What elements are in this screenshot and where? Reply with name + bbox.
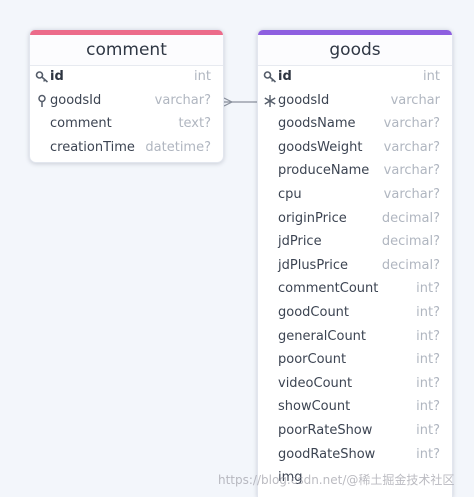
field-type: int?: [416, 375, 440, 391]
field-name: id: [278, 69, 292, 84]
field-name: img: [278, 470, 303, 486]
field-type: int?: [416, 399, 440, 415]
field-row-cpu[interactable]: cpu varchar?: [258, 184, 452, 208]
field-name: showCount: [278, 399, 351, 415]
field-row-jdPrice[interactable]: jdPrice decimal?: [258, 231, 452, 255]
field-type: varchar?: [383, 163, 440, 179]
field-row-jdPlusPrice[interactable]: jdPlusPrice decimal?: [258, 255, 452, 279]
crowfoot-bottom: [223, 101, 233, 107]
field-type: varchar: [390, 92, 440, 108]
foreign-key-icon: [35, 94, 49, 108]
field-type: int?: [416, 446, 440, 462]
field-name: generalCount: [278, 328, 367, 344]
field-name: goodsId: [50, 92, 102, 108]
field-type: int?: [416, 281, 440, 297]
crowfoot-top: [223, 97, 233, 103]
field-name: creationTime: [50, 139, 135, 155]
key-icon: [35, 70, 49, 84]
field-name: poorCount: [278, 352, 347, 368]
field-type: decimal?: [381, 210, 440, 226]
field-name: comment: [50, 116, 112, 132]
field-type: int: [423, 69, 440, 84]
field-list: id int goodsId varchar? comment text? creation…: [30, 66, 223, 160]
field-name: commentCount: [278, 281, 379, 297]
field-name: jdPlusPrice: [278, 257, 349, 273]
field-row-goodsWeight[interactable]: goodsWeight varchar?: [258, 137, 452, 161]
field-type: varchar?: [383, 139, 440, 155]
field-type: int?: [416, 422, 440, 438]
field-type: decimal?: [381, 257, 440, 273]
field-type: int?: [416, 352, 440, 368]
field-name: jdPrice: [278, 234, 322, 250]
field-name: goodsName: [278, 116, 356, 132]
table-title: goods: [258, 35, 452, 66]
unique-icon: [263, 94, 277, 108]
field-name: produceName: [278, 163, 370, 179]
field-name: goodsWeight: [278, 139, 363, 155]
field-type: int?: [416, 304, 440, 320]
field-row-videoCount[interactable]: videoCount int?: [258, 373, 452, 397]
field-name: goodsId: [278, 92, 330, 108]
field-row-originPrice[interactable]: originPrice decimal?: [258, 208, 452, 232]
key-icon: [263, 70, 277, 84]
field-name: poorRateShow: [278, 422, 373, 438]
field-row-comment[interactable]: comment text?: [30, 113, 223, 137]
field-type: datetime?: [145, 139, 211, 155]
field-type: text?: [178, 116, 211, 132]
field-row-generalCount[interactable]: generalCount int?: [258, 326, 452, 350]
goods-table[interactable]: goods id int goodsId varchar goodsName varcha…: [257, 29, 453, 497]
table-color-bar: [258, 30, 452, 35]
field-type: int?: [416, 328, 440, 344]
field-name: id: [50, 69, 64, 84]
comment-table[interactable]: comment id int goodsId varchar? comment text?…: [29, 29, 224, 163]
field-type: decimal?: [381, 234, 440, 250]
table-title: comment: [30, 35, 223, 66]
field-row-goodsId[interactable]: goodsId varchar: [258, 90, 452, 114]
field-row-img[interactable]: img: [258, 467, 452, 491]
watermark: https://blog.csdn.net/@稀土掘金技术社区: [218, 473, 455, 487]
field-row-showCount[interactable]: showCount int?: [258, 396, 452, 420]
field-row-id[interactable]: id int: [30, 66, 223, 90]
field-type: varchar?: [154, 92, 211, 108]
field-name: goodCount: [278, 304, 350, 320]
field-row-commentCount[interactable]: commentCount int?: [258, 278, 452, 302]
field-name: cpu: [278, 186, 302, 202]
field-row-goodCount[interactable]: goodCount int?: [258, 302, 452, 326]
field-row-produceName[interactable]: produceName varchar?: [258, 160, 452, 184]
field-name: videoCount: [278, 375, 353, 391]
field-row-creationTime[interactable]: creationTime datetime?: [30, 137, 223, 161]
field-row-poorCount[interactable]: poorCount int?: [258, 349, 452, 373]
field-row-poorRateShow[interactable]: poorRateShow int?: [258, 420, 452, 444]
field-row-goodsId[interactable]: goodsId varchar?: [30, 90, 223, 114]
field-type: varchar?: [383, 116, 440, 132]
field-name: originPrice: [278, 210, 347, 226]
field-type: varchar?: [383, 186, 440, 202]
field-row-goodRateShow[interactable]: goodRateShow int?: [258, 444, 452, 468]
field-row-id[interactable]: id int: [258, 66, 452, 90]
field-name: goodRateShow: [278, 446, 376, 462]
field-row-goodsName[interactable]: goodsName varchar?: [258, 113, 452, 137]
table-color-bar: [30, 30, 223, 35]
field-type: int: [194, 69, 211, 84]
